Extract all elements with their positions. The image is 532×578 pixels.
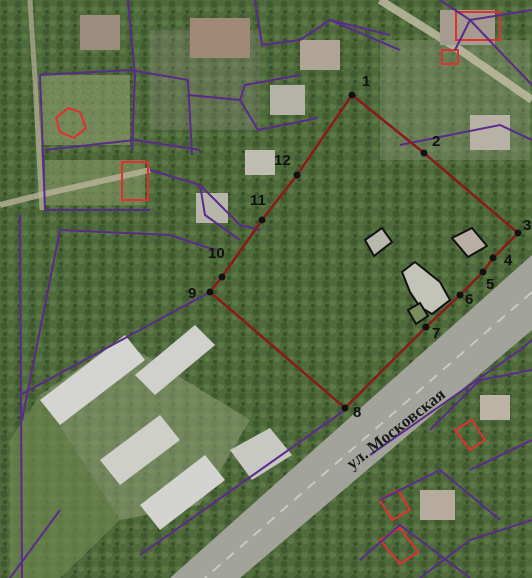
boundary-point-label-7: 7 <box>432 325 440 342</box>
road-centerline <box>204 291 532 578</box>
road-upper <box>377 0 532 104</box>
boundary-point-label-11: 11 <box>250 192 266 209</box>
dirt-track <box>27 0 45 211</box>
boundary-point-4 <box>489 254 497 262</box>
boundary-point-label-4: 4 <box>504 252 513 269</box>
lot-area <box>40 75 130 145</box>
boundary-point-label-9: 9 <box>188 285 196 302</box>
boundary-point-1 <box>348 91 356 99</box>
main-road <box>170 255 532 578</box>
boundary-point-label-5: 5 <box>486 276 494 293</box>
field-area <box>10 395 120 578</box>
boundary-point-8 <box>341 404 349 412</box>
boundary-point-label-12: 12 <box>274 152 291 169</box>
boundary-point-label-2: 2 <box>432 133 440 150</box>
site-buildings <box>363 226 489 326</box>
boundary-point-2 <box>420 149 428 157</box>
buildings <box>40 10 510 530</box>
boundary-point-label-6: 6 <box>465 291 473 308</box>
boundary-point-12 <box>293 171 301 179</box>
boundary-point-11 <box>258 216 266 224</box>
registered-buildings <box>54 11 501 566</box>
boundary-point-label-10: 10 <box>208 245 225 262</box>
boundary-point-5 <box>479 268 487 276</box>
boundary-point-3 <box>514 229 522 237</box>
boundary-point-label-1: 1 <box>362 73 370 90</box>
cadastral-boundaries <box>9 0 532 578</box>
boundary-markers <box>206 91 522 412</box>
boundary-point-7 <box>422 323 430 331</box>
boundary-point-6 <box>456 291 464 299</box>
boundary-point-9 <box>206 288 214 296</box>
boundary-point-label-8: 8 <box>353 404 361 421</box>
boundary-point-label-3: 3 <box>523 217 531 234</box>
boundary-point-10 <box>218 273 226 281</box>
